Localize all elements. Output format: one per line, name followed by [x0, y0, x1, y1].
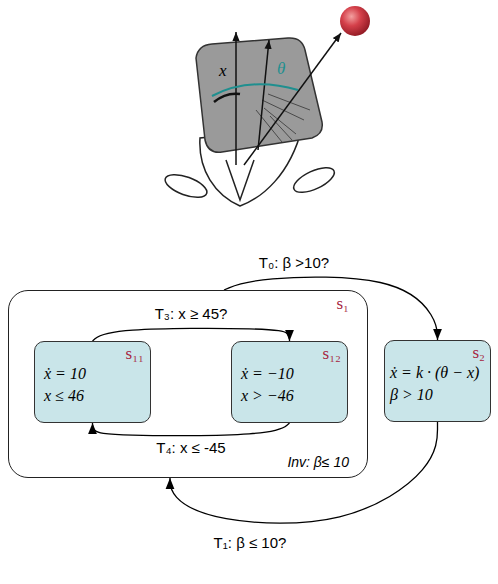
flow-equation: ẋ = k · (θ − x) — [390, 362, 485, 384]
robot-snout — [226, 160, 254, 200]
flow-equation: ẋ = −10 — [241, 363, 341, 385]
state-name: s₂ — [390, 343, 485, 362]
axis-label: x — [219, 62, 227, 79]
direction-arrow — [244, 33, 341, 165]
state-box: s₂ẋ = k · (θ − x)β > 10 — [384, 340, 491, 422]
state-name: s₁ — [336, 294, 349, 313]
transition-arrow — [93, 328, 290, 341]
invariant-text: β > 10 — [390, 384, 485, 406]
invariant-text: x > −46 — [241, 385, 341, 407]
state-box: s₁₁ẋ = 10x ≤ 46 — [34, 341, 151, 423]
transition-label: T₄: x ≤ -45 — [154, 439, 227, 457]
robot-dog — [162, 38, 337, 206]
invariant-text: Inv: β≤ 10 — [287, 454, 349, 471]
state-name: s₁₂ — [241, 344, 341, 363]
state-box: s₁₂ẋ = −10x > −46 — [231, 341, 348, 423]
transition-label: T₀: β >10? — [257, 254, 331, 272]
head-hatching — [256, 94, 310, 142]
head-arc — [214, 94, 240, 102]
robot-ear — [290, 163, 337, 198]
robot-head — [196, 38, 322, 152]
state-name: s₁₁ — [44, 344, 144, 363]
flow-equation: ẋ = 10 — [44, 363, 144, 385]
axis-arrow — [235, 32, 237, 165]
transition-arrow — [224, 277, 438, 340]
transition-label: T₃: x ≥ 45? — [153, 305, 230, 323]
transition-label: T₁: β ≤ 10? — [212, 534, 289, 552]
transition-arrow — [170, 422, 438, 523]
invariant-text: x ≤ 46 — [44, 385, 144, 407]
red-ball — [340, 6, 370, 36]
angle-label: θ — [277, 60, 285, 77]
robot-ear — [162, 170, 210, 202]
transition-arrow — [93, 423, 290, 436]
